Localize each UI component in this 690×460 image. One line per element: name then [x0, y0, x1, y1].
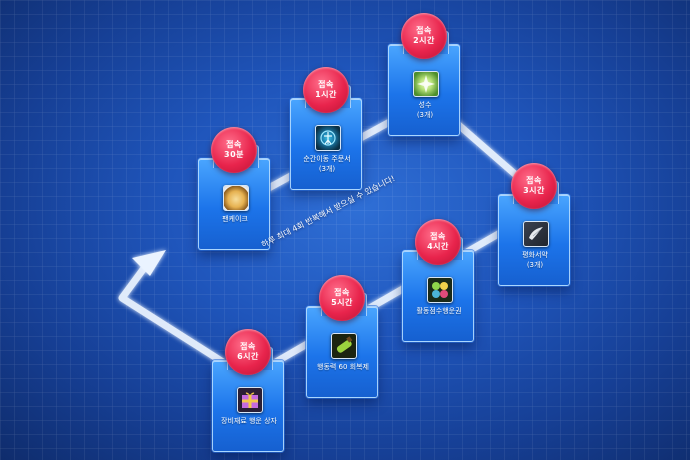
time-badge-value: 1시간 [315, 90, 337, 99]
time-badge: 접속 2시간 [401, 13, 447, 59]
time-badge-value: 30분 [224, 150, 244, 159]
item-name: 활동점수행운권 [416, 307, 462, 315]
reward-card-30min[interactable]: 접속 30분 팬케이크 [198, 127, 270, 250]
reward-card-1hour[interactable]: 접속 1시간 순간이동 주문서 (3개) [290, 67, 362, 190]
item-name: 행동력 60 회복제 [317, 363, 369, 371]
item-name: 장비재료 행운 상자 [221, 417, 277, 425]
reward-card-6hour[interactable]: 접속 6시간 장비재료 행운 상자 [212, 329, 284, 452]
time-badge-label: 접속 [240, 342, 256, 351]
time-badge-value: 2시간 [413, 36, 435, 45]
time-badge-value: 5시간 [331, 298, 353, 307]
time-badge-label: 접속 [318, 80, 334, 89]
time-badge: 접속 4시간 [415, 219, 461, 265]
reward-card-4hour[interactable]: 접속 4시간 활동점수행운권 [402, 219, 474, 342]
teleport-scroll-icon [315, 125, 341, 151]
track-upper-band [228, 96, 544, 212]
item-qty: (3개) [526, 261, 544, 269]
activity-luck-ticket-figure [432, 282, 448, 298]
item-name: 평화서약 [522, 251, 548, 259]
reward-card-3hour[interactable]: 접속 3시간 평화서약 (3개) [498, 163, 570, 286]
time-badge: 접속 5시간 [319, 275, 365, 321]
holy-water-icon [413, 71, 439, 97]
track-return-band [118, 256, 252, 382]
time-badge-label: 접속 [226, 140, 242, 149]
item-qty: (3개) [416, 111, 434, 119]
time-badge: 접속 3시간 [511, 163, 557, 209]
time-badge-label: 접속 [416, 26, 432, 35]
item-name: 순간이동 주문서 [303, 155, 351, 163]
time-badge-value: 3시간 [523, 186, 545, 195]
pancake-icon [223, 185, 249, 211]
time-badge: 접속 30분 [211, 127, 257, 173]
reward-card-2hour[interactable]: 접속 2시간 성수 (3개) [388, 13, 460, 136]
equipment-luck-box-icon [237, 387, 263, 413]
time-badge-value: 6시간 [237, 352, 259, 361]
peace-pledge-icon [523, 221, 549, 247]
time-badge: 접속 6시간 [225, 329, 271, 375]
item-qty: (3개) [318, 165, 336, 173]
item-name: 팬케이크 [222, 215, 248, 223]
time-badge-value: 4시간 [427, 242, 449, 251]
teleport-scroll-figure [320, 130, 336, 146]
holy-water-figure [417, 75, 435, 93]
activity-luck-ticket-icon [427, 277, 453, 303]
time-badge-label: 접속 [526, 176, 542, 185]
time-badge: 접속 1시간 [303, 67, 349, 113]
stamina-potion-figure [336, 336, 353, 353]
stamina-potion-icon [331, 333, 357, 359]
equipment-luck-box-figure [242, 392, 258, 408]
reward-card-5hour[interactable]: 접속 5시간 행동력 60 회복제 [306, 275, 378, 398]
track-lower-band [244, 206, 544, 382]
item-name: 성수 [418, 101, 432, 109]
time-badge-label: 접속 [334, 288, 350, 297]
time-badge-label: 접속 [430, 232, 446, 241]
track-arrow-head [132, 250, 166, 276]
peace-pledge-figure [529, 227, 543, 240]
